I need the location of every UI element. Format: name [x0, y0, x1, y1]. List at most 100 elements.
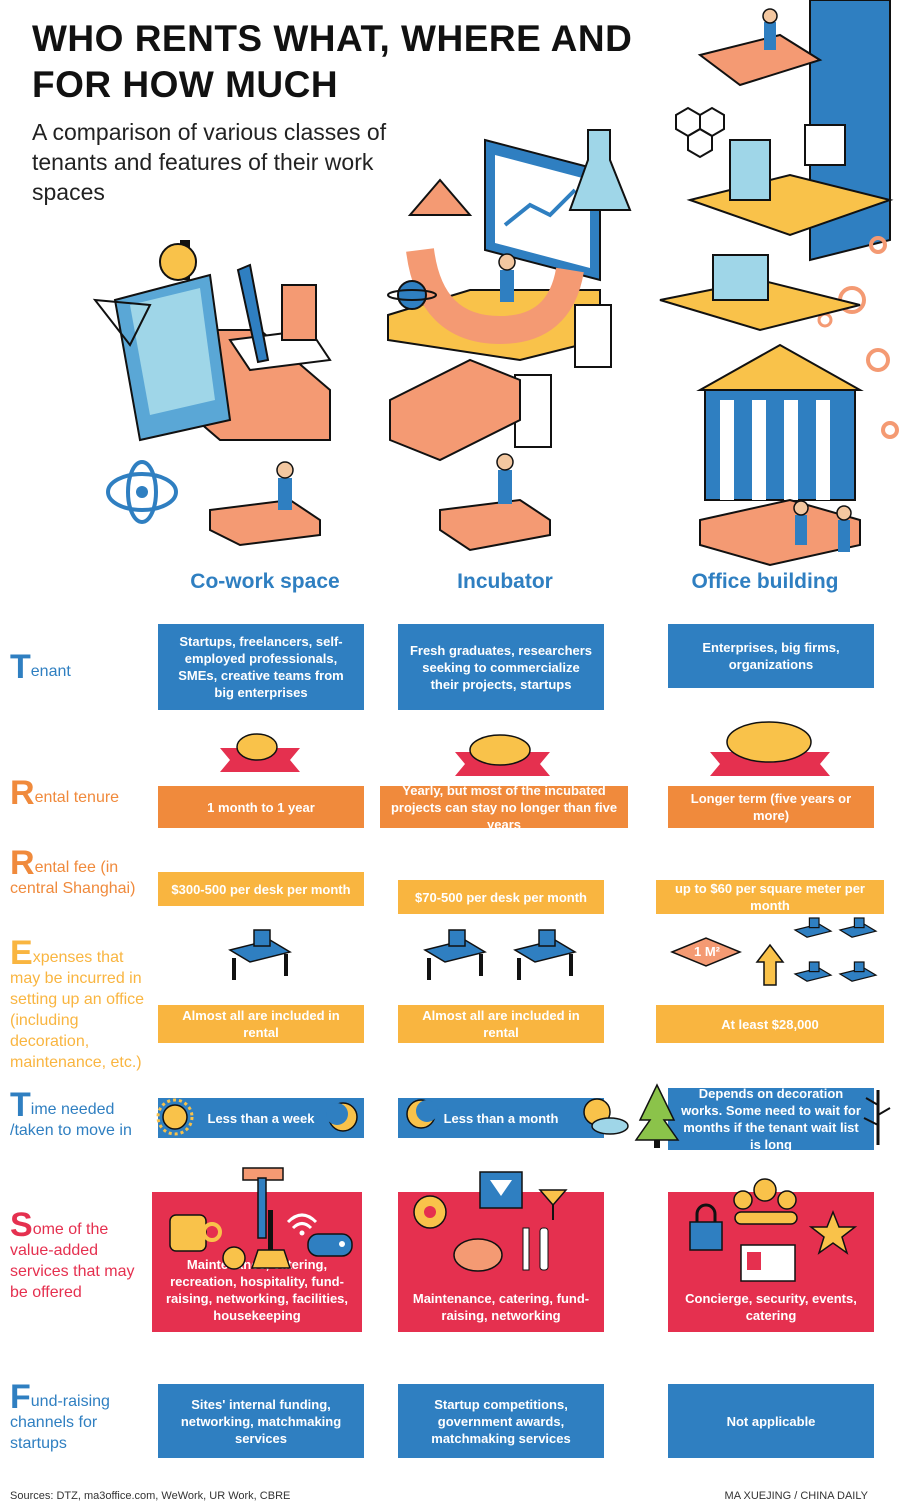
- desk-icon: [423, 929, 487, 980]
- desk-icon: [793, 917, 833, 938]
- row-label-fee: Rental fee (in central Shanghai): [10, 846, 150, 899]
- id-card-icon: [740, 1244, 796, 1282]
- time-incubator-text: Less than a month: [443, 1110, 559, 1126]
- expenses-office-text: At least $28,000: [721, 1016, 819, 1032]
- tenant-cowork-text: Startups, freelancers, self-employed pro…: [178, 634, 344, 700]
- area-tile: [670, 937, 742, 967]
- header-illustration: [92, 0, 899, 567]
- time-cowork-text: Less than a week: [207, 1110, 315, 1126]
- tenure-office: Longer term (five years or more): [668, 786, 874, 828]
- office-illustration: [659, 0, 899, 567]
- tenant-office: Enterprises, big firms, organizations: [668, 624, 874, 688]
- services-incubator-text: Maintenance, catering, fund-raising, net…: [412, 1291, 590, 1323]
- lightbulb-icon: [159, 243, 197, 281]
- funding-cowork: Sites' internal funding, networking, mat…: [158, 1384, 364, 1458]
- broom-icon: [250, 1210, 292, 1269]
- tree-icon: [634, 1083, 680, 1148]
- column-header-incubator: Incubator: [457, 570, 553, 593]
- coin-icon: [222, 1246, 246, 1270]
- row-label-initial: T: [10, 1086, 31, 1124]
- tenure-incubator-text: Yearly, but most of the incubated projec…: [390, 782, 618, 832]
- tenure-medals: [220, 721, 830, 776]
- fee-office-text: up to $60 per square meter per month: [674, 881, 865, 913]
- row-label-time: Time needed /taken to move in: [10, 1088, 150, 1141]
- tenure-cowork: 1 month to 1 year: [158, 786, 364, 828]
- gamepad-icon: [307, 1233, 353, 1257]
- piggy-bank-icon: [453, 1238, 503, 1272]
- medal-icon: [455, 734, 550, 776]
- wifi-icon: [286, 1213, 318, 1236]
- expenses-incubator: Almost all are included in rental: [398, 1005, 604, 1043]
- coffee-cup-icon: [169, 1214, 222, 1252]
- row-label-initial: S: [10, 1206, 33, 1244]
- row-label-funding: Fund-raising channels for startups: [10, 1380, 150, 1454]
- flask-icon: [568, 129, 632, 211]
- services-office-text: Concierge, security, events, catering: [685, 1291, 857, 1323]
- funding-office: Not applicable: [668, 1384, 874, 1458]
- atom-icon: [106, 472, 178, 512]
- star-icon: [808, 1209, 858, 1255]
- row-label-initial: E: [10, 934, 33, 972]
- sun-icon: [156, 1098, 194, 1136]
- tenant-incubator-text: Fresh graduates, researchers seeking to …: [409, 642, 593, 692]
- medal-icon: [710, 721, 830, 776]
- pencil-icon: [236, 263, 270, 364]
- gear-icon: [413, 1195, 447, 1229]
- row-label-initial: F: [10, 1378, 31, 1416]
- cloud-sun-icon: [583, 1098, 629, 1135]
- expenses-cowork-text: Almost all are included in rental: [182, 1008, 340, 1040]
- row-label-text: xpenses that may be incurred in setting …: [10, 949, 145, 1071]
- row-label-text: enant: [30, 663, 71, 680]
- desk-icons: [228, 917, 878, 986]
- desk-icon: [228, 929, 292, 980]
- medal-icon: [220, 733, 300, 772]
- planet-icon: [397, 280, 427, 310]
- desk-icon: [838, 917, 878, 938]
- cutlery-icon: [522, 1227, 549, 1271]
- expenses-cowork: Almost all are included in rental: [158, 1005, 364, 1043]
- lock-icon: [689, 1203, 723, 1251]
- fee-cowork: $300-500 per desk per month: [158, 872, 364, 906]
- column-header-cowork: Co-work space: [190, 570, 340, 593]
- page-title: WHO RENTS WHAT, WHERE AND FOR HOW MUCH: [32, 18, 633, 105]
- tenant-cowork: Startups, freelancers, self-employed pro…: [158, 624, 364, 710]
- tenure-incubator: Yearly, but most of the incubated projec…: [380, 783, 628, 832]
- row-label-initial: R: [10, 774, 35, 812]
- funding-office-text: Not applicable: [726, 1413, 816, 1429]
- row-label-expenses: Expenses that may be incurred in setting…: [10, 936, 150, 1073]
- inbox-icon: [479, 1171, 523, 1209]
- tenure-office-text: Longer term (five years or more): [690, 791, 852, 823]
- fee-incubator: $70-500 per desk per month: [398, 880, 604, 914]
- row-label-tenant: Tenant: [10, 650, 150, 684]
- row-label-text: ental fee (in central Shanghai): [10, 859, 136, 897]
- area-badge: 1 M²: [694, 944, 720, 959]
- expenses-office: At least $28,000: [656, 1005, 884, 1043]
- row-label-tenure: Rental tenure: [10, 776, 150, 810]
- desk-icon: [793, 961, 833, 982]
- row-label-initial: T: [10, 648, 31, 686]
- services-cowork-text: Maintenance, catering, recreation, hospi…: [165, 1257, 349, 1323]
- sources-note: Sources: DTZ, ma3office.com, WeWork, UR …: [10, 1490, 291, 1502]
- bare-tree-icon: [863, 1090, 891, 1145]
- row-label-services: Some of the value-added services that ma…: [10, 1208, 150, 1303]
- cowork-illustration: [92, 240, 332, 547]
- row-label-text: und-raising channels for startups: [10, 1393, 110, 1452]
- funding-cowork-text: Sites' internal funding, networking, mat…: [180, 1396, 342, 1446]
- services-icons: [169, 1167, 858, 1282]
- people-group-icon: [733, 1178, 798, 1225]
- row-label-initial: R: [10, 844, 35, 882]
- desk-icon: [513, 929, 577, 980]
- fee-incubator-text: $70-500 per desk per month: [415, 889, 587, 905]
- credit-line: MA XUEJING / CHINA DAILY: [724, 1490, 868, 1502]
- cocktail-icon: [538, 1189, 568, 1220]
- fee-cowork-text: $300-500 per desk per month: [171, 881, 351, 897]
- tenant-incubator: Fresh graduates, researchers seeking to …: [398, 624, 604, 710]
- incubator-illustration: [387, 129, 632, 552]
- column-header-office: Office building: [691, 570, 839, 593]
- funding-incubator: Startup competitions, government awards,…: [398, 1384, 604, 1458]
- funding-incubator-text: Startup competitions, government awards,…: [431, 1396, 571, 1446]
- tenure-cowork-text: 1 month to 1 year: [207, 799, 315, 815]
- tenant-office-text: Enterprises, big firms, organizations: [702, 640, 840, 672]
- moon-icon: [326, 1102, 358, 1132]
- hammer-icon: [242, 1167, 284, 1239]
